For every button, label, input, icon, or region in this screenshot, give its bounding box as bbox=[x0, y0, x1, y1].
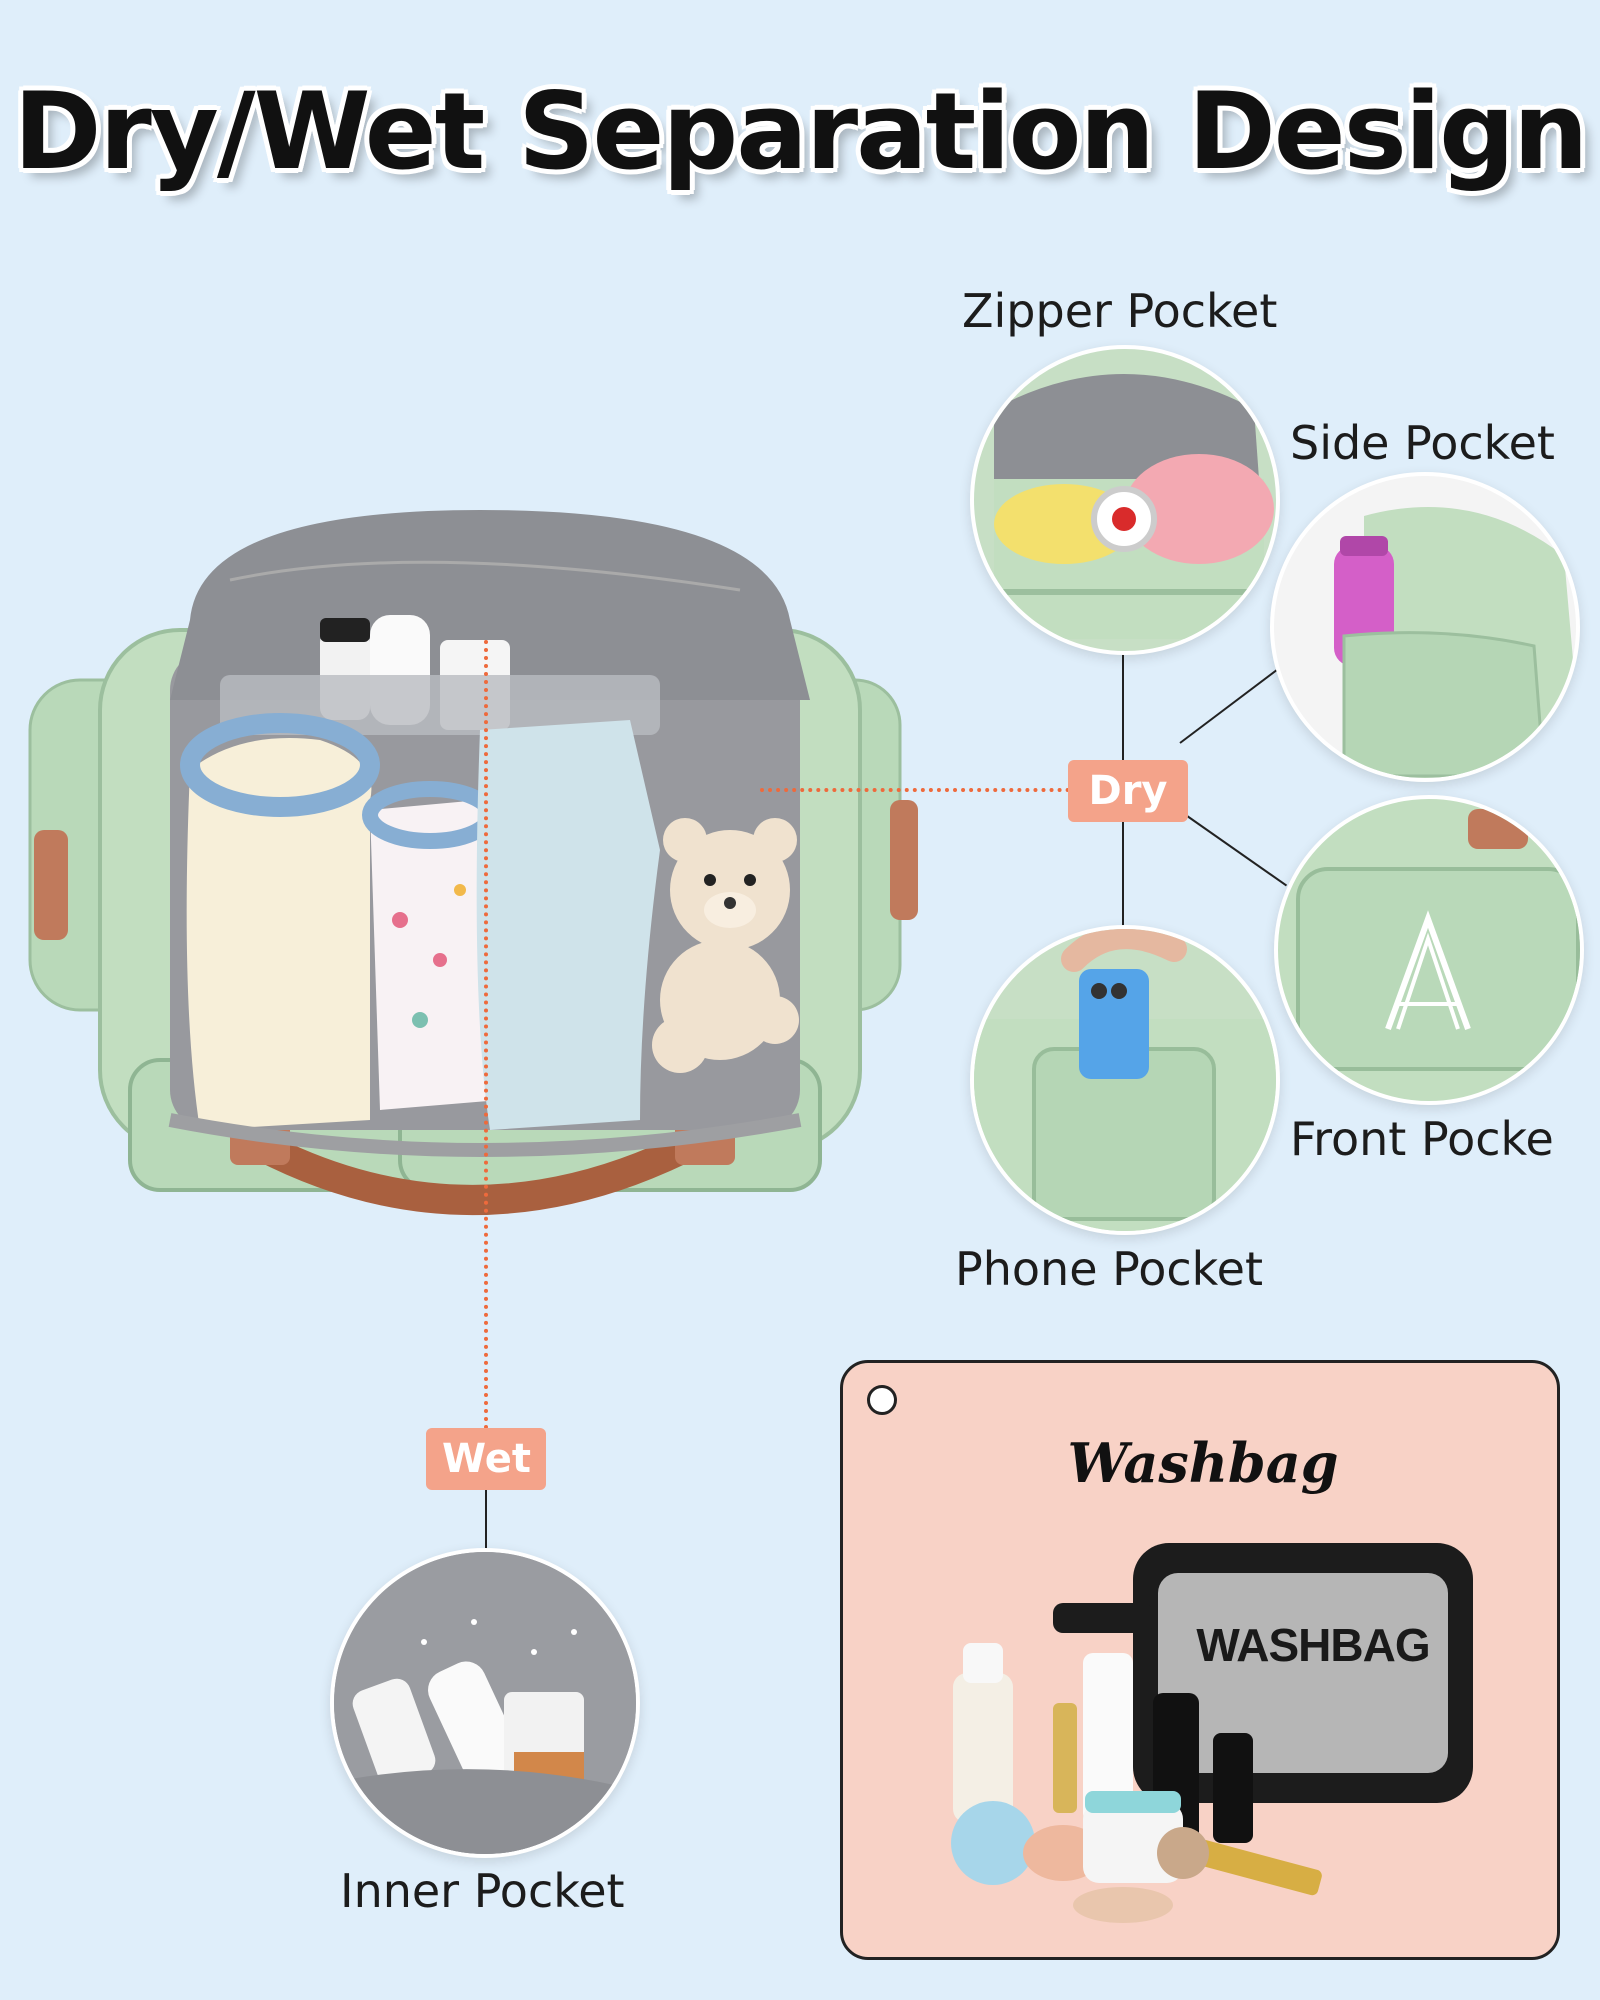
inner-pocket-image bbox=[330, 1548, 640, 1858]
wet-line-down bbox=[485, 1490, 487, 1550]
inner-pocket-label: Inner Pocket bbox=[340, 1864, 625, 1918]
washbag-title: Washbag bbox=[1067, 1431, 1339, 1495]
duffel-bag-image bbox=[20, 500, 920, 1240]
side-pocket-label: Side Pocket bbox=[1290, 416, 1555, 470]
zipper-pocket-label: Zipper Pocket bbox=[962, 284, 1278, 338]
washbag-image: WASHBAG bbox=[933, 1533, 1513, 1933]
washbag-print: WASHBAG bbox=[1196, 1619, 1430, 1671]
hang-hole-icon bbox=[867, 1385, 897, 1415]
teddy-bear-icon bbox=[652, 818, 799, 1073]
wet-connector-line bbox=[484, 640, 488, 1430]
dry-tag: Dry bbox=[1068, 760, 1188, 822]
page-title: Dry/Wet Separation Design bbox=[13, 70, 1589, 193]
wet-tag: Wet bbox=[426, 1428, 546, 1490]
side-pocket-image bbox=[1270, 472, 1580, 782]
dry-connector-line bbox=[760, 788, 1070, 792]
washbag-card: Washbag WASHBAG bbox=[840, 1360, 1560, 1960]
duffel-bag-svg bbox=[28, 510, 918, 1215]
dry-line-down bbox=[1122, 820, 1124, 930]
front-pocket-image bbox=[1274, 795, 1584, 1105]
dry-line-up bbox=[1122, 650, 1124, 760]
phone-pocket-label: Phone Pocket bbox=[955, 1242, 1263, 1296]
zipper-pocket-image bbox=[970, 345, 1280, 655]
phone-pocket-image bbox=[970, 925, 1280, 1235]
dry-line-front bbox=[1179, 810, 1288, 887]
front-pocket-label: Front Pocke bbox=[1290, 1112, 1554, 1166]
